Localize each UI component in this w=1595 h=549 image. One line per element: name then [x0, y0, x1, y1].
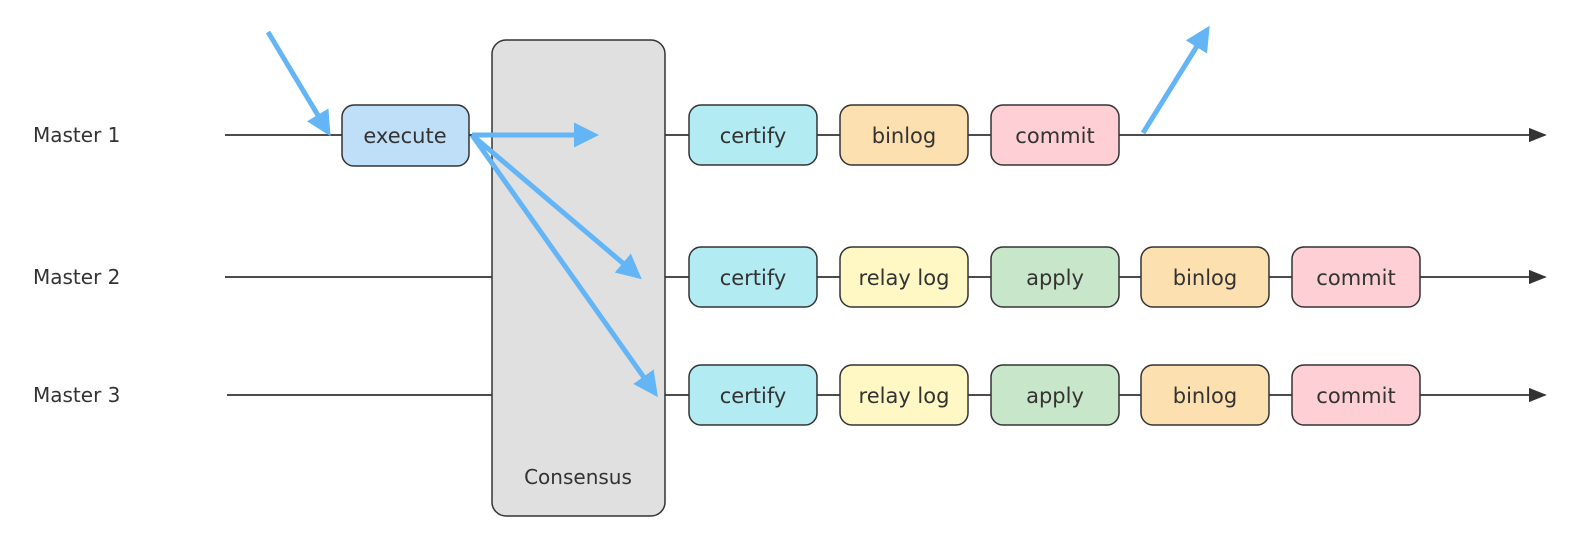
- step-apply-node: apply: [990, 246, 1120, 308]
- broadcast-arrow-master-3: [469, 133, 658, 398]
- step-label: relay log: [859, 384, 950, 408]
- step-commit-node: commit: [1291, 246, 1421, 308]
- execute-label: execute: [363, 124, 446, 148]
- step-certify-node: certify: [688, 246, 818, 308]
- step-label: commit: [1015, 124, 1094, 148]
- step-label: commit: [1316, 384, 1395, 408]
- master-label: Master 1: [33, 123, 120, 147]
- step-commit-node: commit: [1291, 364, 1421, 426]
- step-relay-node: relay log: [839, 246, 969, 308]
- consensus-box: Consensus: [491, 39, 666, 517]
- step-binlog-node: binlog: [1140, 364, 1270, 426]
- step-label: apply: [1026, 266, 1084, 290]
- commit-result-arrow: [1140, 25, 1210, 135]
- step-relay-node: relay log: [839, 364, 969, 426]
- step-apply-node: apply: [990, 364, 1120, 426]
- broadcast-arrow-master-2: [470, 133, 642, 280]
- step-label: certify: [720, 384, 787, 408]
- step-label: relay log: [859, 266, 950, 290]
- step-label: binlog: [872, 124, 937, 148]
- step-commit-node: commit: [990, 104, 1120, 166]
- step-label: binlog: [1173, 266, 1238, 290]
- incoming-transaction-arrow: [265, 30, 331, 137]
- consensus-label: Consensus: [524, 465, 632, 489]
- master-label: Master 2: [33, 265, 120, 289]
- step-binlog-node: binlog: [1140, 246, 1270, 308]
- step-label: certify: [720, 266, 787, 290]
- step-label: binlog: [1173, 384, 1238, 408]
- step-certify-node: certify: [688, 364, 818, 426]
- execute-node: execute: [341, 104, 470, 167]
- master-label: Master 3: [33, 383, 120, 407]
- step-label: certify: [720, 124, 787, 148]
- step-label: commit: [1316, 266, 1395, 290]
- step-certify-node: certify: [688, 104, 818, 166]
- step-binlog-node: binlog: [839, 104, 969, 166]
- step-label: apply: [1026, 384, 1084, 408]
